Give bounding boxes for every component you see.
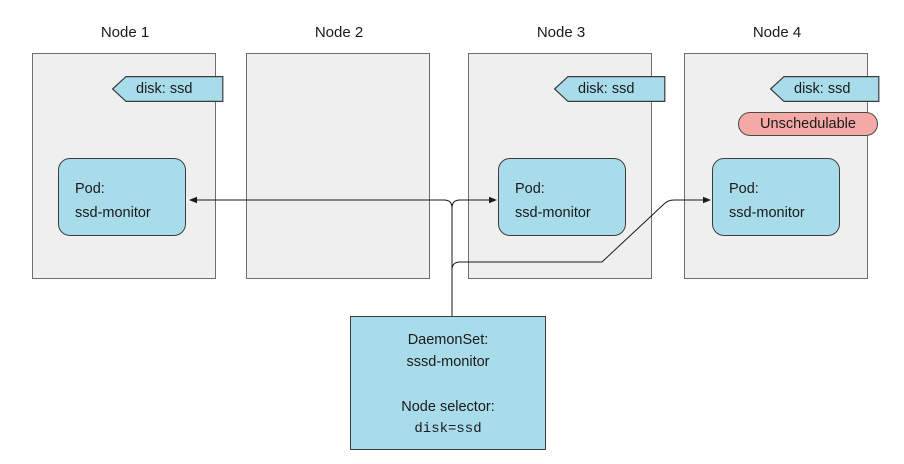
node-1-title: Node 1 xyxy=(100,24,150,41)
label-tag-shape xyxy=(112,76,224,102)
node-4-pod: Pod: ssd-monitor xyxy=(712,158,840,236)
label-tag-shape xyxy=(770,76,880,102)
node-1-pod: Pod: ssd-monitor xyxy=(58,158,186,236)
unschedulable-badge: Unschedulable xyxy=(738,112,878,136)
node-1-label-tag: disk: ssd xyxy=(112,76,224,102)
link-to-node-4-pod xyxy=(451,196,711,271)
node-selector-label: Node selector: xyxy=(401,399,495,415)
node-selector-value: disk=ssd xyxy=(414,421,482,437)
node-3-title: Node 3 xyxy=(536,24,586,41)
daemonset-name: sssd-monitor xyxy=(406,354,490,370)
daemonset-kind: DaemonSet: xyxy=(407,332,489,348)
pod-kind: Pod: xyxy=(729,181,759,197)
pod-kind: Pod: xyxy=(515,181,545,197)
node-3-label-tag: disk: ssd xyxy=(554,76,666,102)
node-1-label-text: disk: ssd xyxy=(136,81,193,97)
node-4-label-text: disk: ssd xyxy=(794,81,851,97)
node-4-title: Node 4 xyxy=(752,24,802,41)
pod-name: ssd-monitor xyxy=(75,205,151,221)
pod-name: ssd-monitor xyxy=(515,205,591,221)
node-2-box xyxy=(246,53,430,279)
pod-kind: Pod: xyxy=(75,181,105,197)
node-3-pod: Pod: ssd-monitor xyxy=(498,158,626,236)
node-2-title: Node 2 xyxy=(314,24,364,41)
label-tag-shape xyxy=(554,76,666,102)
node-4-label-tag: disk: ssd xyxy=(770,76,880,102)
daemonset-box: DaemonSet: sssd-monitor Node selector: d… xyxy=(350,316,546,450)
pod-name: ssd-monitor xyxy=(729,205,805,221)
link-to-node-1-pod xyxy=(189,196,453,209)
node-3-label-text: disk: ssd xyxy=(578,81,635,97)
link-to-node-3-pod xyxy=(451,196,497,209)
